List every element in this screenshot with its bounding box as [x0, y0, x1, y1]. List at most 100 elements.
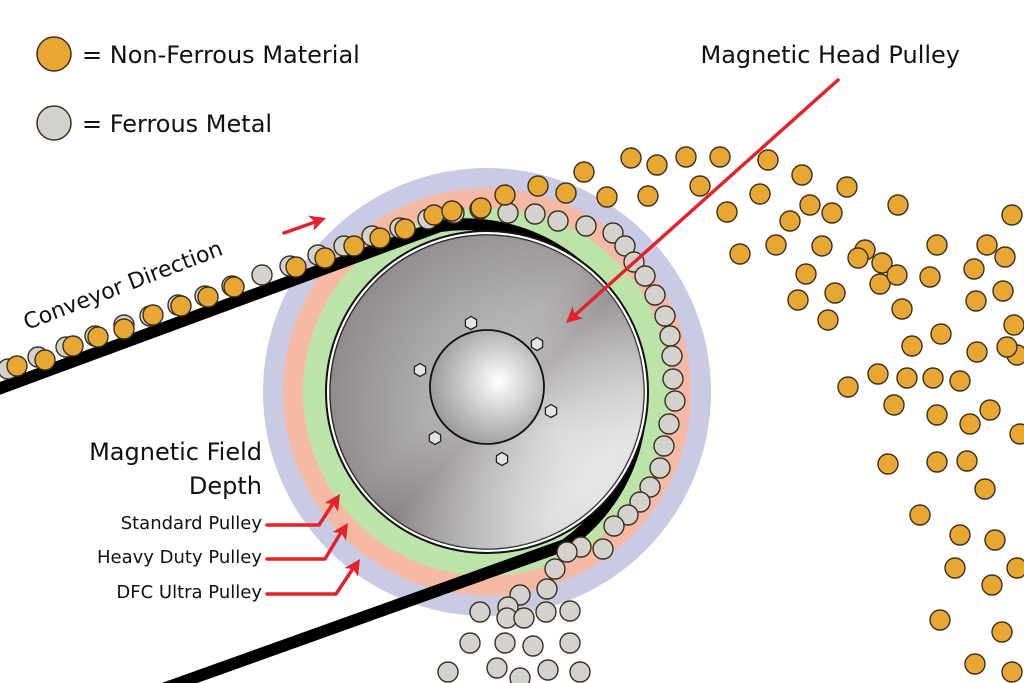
- ferrous-particle: [661, 345, 683, 367]
- ferrous-particle: [522, 635, 544, 657]
- non-ferrous-particle: [871, 252, 893, 274]
- non-ferrous-particle: [637, 185, 659, 207]
- non-ferrous-particle: [817, 309, 839, 331]
- legend-non-ferrous-label: = Non-Ferrous Material: [82, 41, 360, 69]
- hub-bolt: [428, 430, 442, 446]
- non-ferrous-particle: [956, 450, 978, 472]
- heavy-duty-pulley-arrow: [265, 532, 342, 561]
- ferrous-particle: [556, 541, 578, 563]
- non-ferrous-particle: [441, 200, 463, 222]
- ferrous-particle: [547, 210, 569, 232]
- heavy-duty-pulley-label: Heavy Duty Pulley: [97, 547, 262, 568]
- non-ferrous-particle: [883, 394, 905, 416]
- dfc-ultra-pulley-arrow: [265, 568, 354, 596]
- non-ferrous-particle: [6, 355, 28, 377]
- ferrous-particle: [644, 284, 666, 306]
- non-ferrous-particle: [787, 289, 809, 311]
- non-ferrous-particle: [811, 235, 833, 257]
- ferrous-particle: [537, 659, 559, 681]
- non-ferrous-particle: [891, 298, 913, 320]
- legend: = Non-Ferrous Material = Ferrous Metal: [36, 36, 360, 141]
- hub-bolt: [413, 362, 427, 378]
- non-ferrous-particle: [824, 282, 846, 304]
- non-ferrous-particle: [966, 341, 988, 363]
- non-ferrous-particle: [87, 326, 109, 348]
- ferrous-particle: [653, 435, 675, 457]
- non-ferrous-particle: [791, 164, 813, 186]
- ferrous-particle: [617, 504, 639, 526]
- non-ferrous-particle: [62, 335, 84, 357]
- non-ferrous-particle: [34, 349, 56, 371]
- non-ferrous-particle: [926, 404, 948, 426]
- ferrous-particle: [469, 601, 491, 623]
- non-ferrous-particle: [757, 149, 779, 171]
- ferrous-particle: [437, 661, 459, 683]
- conveyor-direction-arrow: [282, 219, 320, 235]
- non-ferrous-particle: [555, 182, 577, 204]
- ferrous-particle: [459, 632, 481, 654]
- ferrous-particle: [634, 265, 656, 287]
- non-ferrous-particle: [494, 184, 516, 206]
- ferrous-particle: [592, 538, 614, 560]
- non-ferrous-particle: [867, 363, 889, 385]
- ferrous-particle: [639, 476, 661, 498]
- ferrous-particle: [664, 390, 686, 412]
- non-ferrous-particle: [837, 376, 859, 398]
- non-ferrous-particle: [646, 154, 668, 176]
- non-ferrous-particle: [1006, 557, 1024, 579]
- non-ferrous-particle: [394, 218, 416, 240]
- non-ferrous-particle: [944, 557, 966, 579]
- non-ferrous-particle: [886, 264, 908, 286]
- non-ferrous-particle: [996, 336, 1018, 358]
- non-ferrous-particle: [984, 529, 1006, 551]
- ferrous-particle: [569, 661, 591, 683]
- non-ferrous-particle: [994, 246, 1016, 268]
- ferrous-particle: [513, 607, 535, 629]
- legend-non-ferrous-swatch: [36, 36, 72, 72]
- non-ferrous-particle: [1001, 661, 1023, 683]
- field-depth-title-line1: Magnetic Field: [89, 438, 262, 466]
- ferrous-particle: [544, 558, 566, 580]
- non-ferrous-particle: [949, 524, 971, 546]
- non-ferrous-particle: [314, 247, 336, 269]
- ferrous-particle: [251, 264, 273, 286]
- non-ferrous-particle: [795, 263, 817, 285]
- non-ferrous-particle: [197, 286, 219, 308]
- field-depth-title-line2: Depth: [189, 472, 262, 500]
- non-ferrous-particle: [981, 574, 1003, 596]
- hub-bolt: [495, 451, 509, 467]
- non-ferrous-particle: [596, 186, 618, 208]
- non-ferrous-particles: [6, 146, 1024, 683]
- non-ferrous-particle: [887, 194, 909, 216]
- non-ferrous-particle: [765, 234, 787, 256]
- ferrous-particle: [654, 305, 676, 327]
- non-ferrous-particle: [1003, 314, 1024, 336]
- non-ferrous-particle: [142, 304, 164, 326]
- non-ferrous-particle: [170, 295, 192, 317]
- ferrous-particle: [658, 413, 680, 435]
- non-ferrous-particle: [799, 194, 821, 216]
- ferrous-particle: [603, 515, 625, 537]
- non-ferrous-particle: [729, 243, 751, 265]
- hub-bolt: [544, 403, 558, 419]
- ferrous-particle: [536, 578, 558, 600]
- non-ferrous-particle: [959, 413, 981, 435]
- ferrous-particle: [486, 657, 508, 679]
- non-ferrous-particle: [836, 176, 858, 198]
- non-ferrous-particle: [113, 318, 135, 340]
- non-ferrous-particle: [992, 280, 1014, 302]
- head-pulley-arrow: [572, 78, 840, 318]
- non-ferrous-particle: [965, 290, 987, 312]
- non-ferrous-particle: [901, 335, 923, 357]
- ferrous-particle: [559, 600, 581, 622]
- ferrous-particle: [497, 202, 519, 224]
- non-ferrous-particle: [922, 367, 944, 389]
- non-ferrous-particle: [620, 147, 642, 169]
- non-ferrous-particle: [919, 266, 941, 288]
- non-ferrous-particle: [877, 453, 899, 475]
- ferrous-particle: [494, 632, 516, 654]
- non-ferrous-particle: [689, 175, 711, 197]
- non-ferrous-particle: [709, 146, 731, 168]
- standard-pulley-arrow: [265, 503, 334, 527]
